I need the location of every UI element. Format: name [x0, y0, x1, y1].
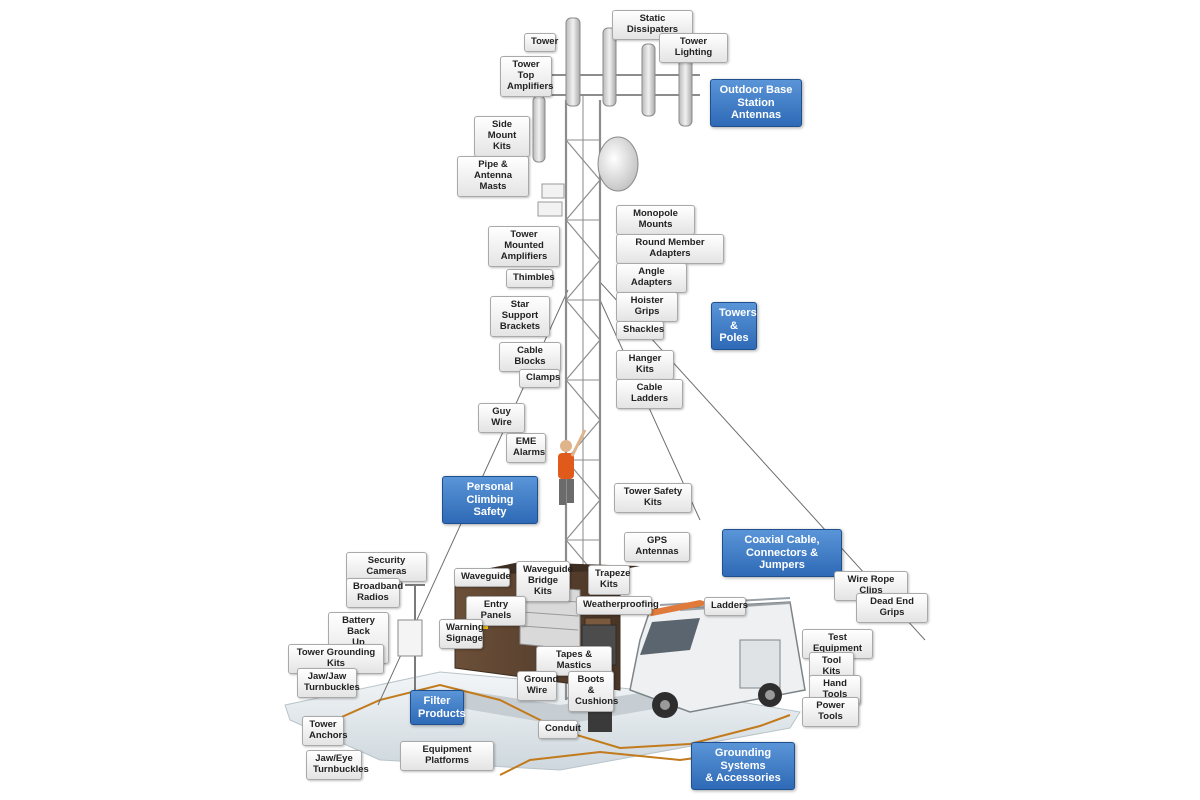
label-power-tools[interactable]: Power Tools: [802, 697, 859, 727]
label-gps-antennas[interactable]: GPS Antennas: [624, 532, 690, 562]
label-tower-mounted-amplifiers[interactable]: Tower Mounted Amplifiers: [488, 226, 560, 267]
label-thimbles[interactable]: Thimbles: [506, 269, 555, 288]
label-weatherproofing[interactable]: Weatherproofing: [576, 596, 659, 615]
tower-climber: [558, 429, 587, 505]
label-warning-signage[interactable]: Warning Signage: [439, 619, 484, 649]
label-guy-wire[interactable]: Guy Wire: [478, 403, 525, 433]
label-tower-lighting[interactable]: Tower Lighting: [659, 33, 728, 63]
category-outdoor-base-station-antennas[interactable]: Outdoor Base Station Antennas: [710, 79, 802, 127]
label-broadband-radios[interactable]: Broadband Radios: [346, 578, 403, 608]
label-side-mount-kits[interactable]: Side Mount Kits: [474, 116, 530, 157]
category-coaxial-cable-connectors-jumpers[interactable]: Coaxial Cable, Connectors & Jumpers: [722, 529, 842, 577]
label-dead-end-grips[interactable]: Dead End Grips: [856, 593, 928, 623]
label-star-support-brackets[interactable]: Star Support Brackets: [490, 296, 550, 337]
label-waveguide[interactable]: Waveguide: [454, 568, 511, 587]
label-jaw-eye-turnbuckles[interactable]: Jaw/Eye Turnbuckles: [306, 750, 369, 780]
label-ladders[interactable]: Ladders: [704, 597, 748, 616]
label-clamps[interactable]: Clamps: [519, 369, 560, 388]
service-van: [629, 597, 806, 718]
grid-antennas: [537, 183, 565, 217]
label-tapes-mastics[interactable]: Tapes & Mastics: [536, 646, 612, 676]
label-shackles[interactable]: Shackles: [616, 321, 664, 340]
label-jaw-jaw-turnbuckles[interactable]: Jaw/Jaw Turnbuckles: [297, 668, 360, 698]
microwave-dish: [597, 136, 639, 192]
label-pipe-antenna-masts[interactable]: Pipe & Antenna Masts: [457, 156, 529, 197]
label-angle-adapters[interactable]: Angle Adapters: [616, 263, 687, 293]
label-ground-wire[interactable]: Ground Wire: [517, 671, 558, 701]
label-security-cameras[interactable]: Security Cameras: [346, 552, 427, 582]
label-tower-top-amplifiers[interactable]: Tower Top Amplifiers: [500, 56, 553, 97]
label-cable-blocks[interactable]: Cable Blocks: [499, 342, 561, 372]
label-trapeze-kits[interactable]: Trapeze Kits: [588, 565, 630, 595]
label-equipment-platforms[interactable]: Equipment Platforms: [400, 741, 494, 771]
category-personal-climbing-safety[interactable]: Personal Climbing Safety: [442, 476, 538, 524]
label-tower[interactable]: Tower: [524, 33, 558, 52]
label-hanger-kits[interactable]: Hanger Kits: [616, 350, 674, 380]
label-round-member-adapters[interactable]: Round Member Adapters: [616, 234, 724, 264]
cable-tray: [640, 600, 712, 616]
label-tower-anchors[interactable]: Tower Anchors: [302, 716, 348, 746]
label-hoister-grips[interactable]: Hoister Grips: [616, 292, 678, 322]
label-conduit[interactable]: Conduit: [538, 720, 581, 739]
label-monopole-mounts[interactable]: Monopole Mounts: [616, 205, 695, 235]
category-towers-poles[interactable]: Towers & Poles: [711, 302, 757, 350]
category-grounding-systems-accessories[interactable]: Grounding Systems & Accessories: [691, 742, 795, 790]
label-waveguide-bridge-kits[interactable]: Waveguide Bridge Kits: [516, 561, 573, 602]
category-filter-products[interactable]: Filter Products: [410, 690, 466, 726]
label-tower-safety-kits[interactable]: Tower Safety Kits: [614, 483, 692, 513]
label-cable-ladders[interactable]: Cable Ladders: [616, 379, 683, 409]
label-eme-alarms[interactable]: EME Alarms: [506, 433, 546, 463]
battery-cabinet: [397, 619, 423, 657]
label-boots-cushions[interactable]: Boots & Cushions: [568, 671, 618, 712]
top-antenna-array: [532, 17, 700, 163]
